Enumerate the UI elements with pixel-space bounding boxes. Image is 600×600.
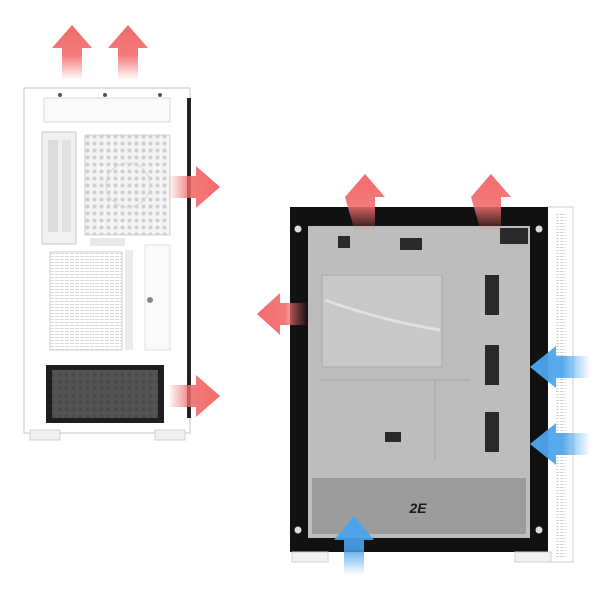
case-rear-view xyxy=(23,87,191,441)
intake-arrow-front-1 xyxy=(530,346,590,388)
exhaust-arrow-top-rear-2 xyxy=(108,25,148,80)
case-side-view: 2E xyxy=(290,206,574,563)
exhaust-arrow-rear-fan xyxy=(168,166,220,208)
intake-arrow-bottom xyxy=(334,516,374,575)
intake-arrow-front-2 xyxy=(530,423,590,465)
exhaust-arrow-top-side-1 xyxy=(345,174,385,232)
brand-logo: 2E xyxy=(408,500,427,516)
exhaust-arrow-top-rear-1 xyxy=(52,25,92,80)
exhaust-arrow-psu xyxy=(168,375,220,417)
exhaust-arrow-rear-side xyxy=(257,293,308,335)
exhaust-arrow-top-side-2 xyxy=(471,174,511,232)
